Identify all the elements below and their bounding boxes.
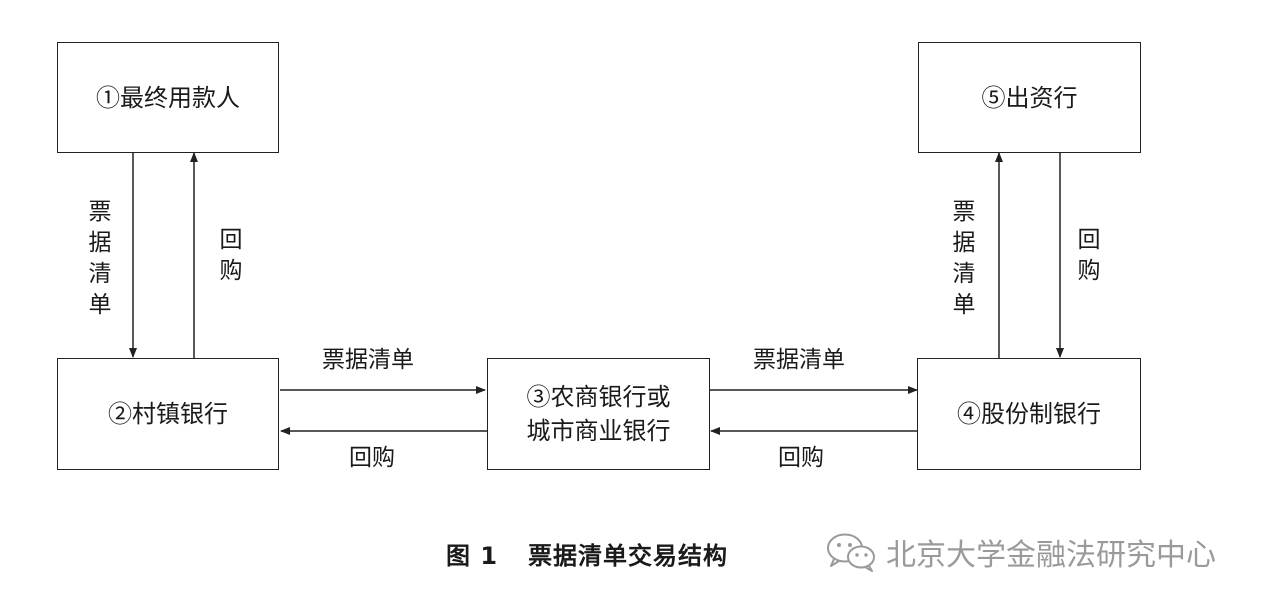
wechat-icon bbox=[827, 533, 875, 572]
watermark: 北京大学金融法研究中心 bbox=[826, 530, 1216, 574]
node-rural-bank-label-line2: 城市商业银行 bbox=[526, 417, 671, 445]
figure-number: 图 1 bbox=[446, 542, 499, 570]
node-joint-stock-bank-label: ④股份制银行 bbox=[957, 400, 1101, 428]
node-village-bank-label: ②村镇银行 bbox=[108, 400, 228, 428]
edge-label-village-to-borrower: 回购 bbox=[219, 227, 243, 284]
node-rural-bank-label-line1: ③农商银行或 bbox=[526, 383, 671, 411]
figure-title: 票据清单交易结构 bbox=[528, 542, 729, 570]
edge-label-rural-to-joint: 票据清单 bbox=[753, 347, 845, 373]
node-joint-stock-bank: ④股份制银行 bbox=[917, 358, 1141, 470]
edge-label-joint-to-rural: 回购 bbox=[778, 445, 824, 471]
edge-label-joint-to-funding: 票据清单 bbox=[952, 199, 976, 318]
node-end-borrower: ①最终用款人 bbox=[57, 42, 279, 153]
figure-caption: 图 1 票据清单交易结构 bbox=[446, 536, 728, 571]
watermark-text: 北京大学金融法研究中心 bbox=[886, 538, 1216, 573]
node-village-bank: ②村镇银行 bbox=[57, 358, 279, 470]
node-funding-bank-label: ⑤出资行 bbox=[981, 83, 1078, 112]
edge-label-funding-to-joint: 回购 bbox=[1077, 227, 1101, 284]
node-funding-bank: ⑤出资行 bbox=[918, 42, 1141, 153]
edge-label-borrower-to-village: 票据清单 bbox=[88, 199, 112, 318]
node-rural-commercial-bank: ③农商银行或 城市商业银行 bbox=[487, 358, 710, 470]
node-end-borrower-label: ①最终用款人 bbox=[96, 83, 240, 112]
edge-label-rural-to-village: 回购 bbox=[349, 445, 395, 471]
edge-label-village-to-rural: 票据清单 bbox=[322, 347, 414, 373]
